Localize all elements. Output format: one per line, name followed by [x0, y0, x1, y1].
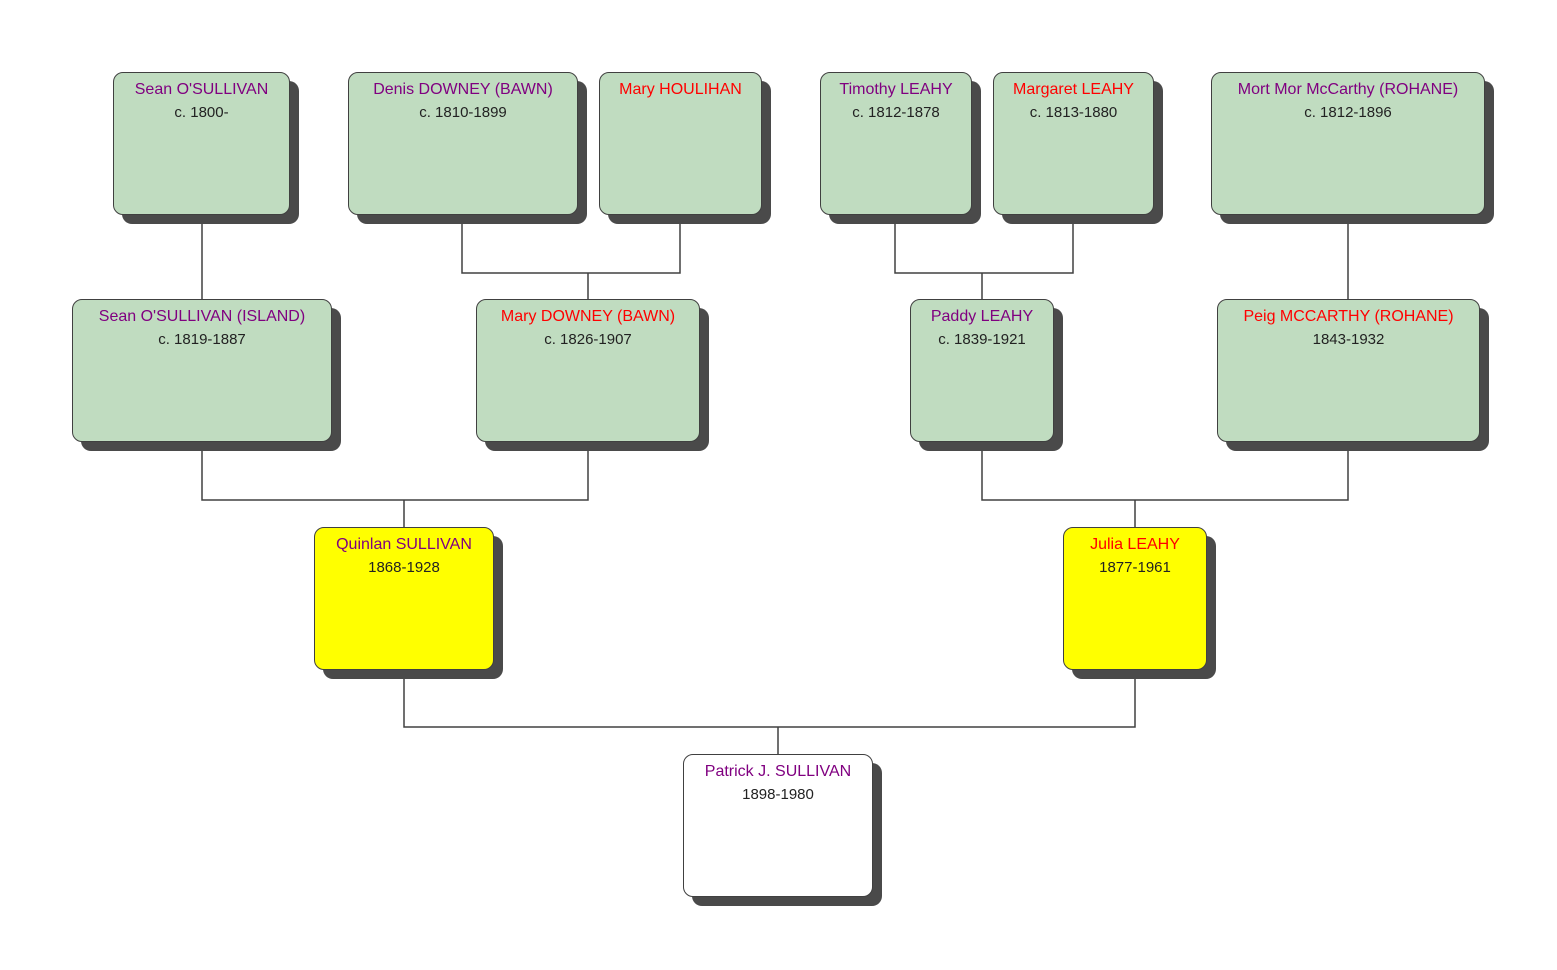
person-name: Peig MCCARTHY (ROHANE): [1243, 308, 1454, 325]
person-dates: c. 1812-1878: [852, 104, 940, 121]
person-card-mary-downey[interactable]: Mary DOWNEY (BAWN) c. 1826-1907: [476, 299, 700, 442]
connector-line: [461, 224, 681, 299]
person-card-mort-mor-mccarthy[interactable]: Mort Mor McCarthy (ROHANE) c. 1812-1896: [1211, 72, 1485, 215]
person-card-margaret-leahy[interactable]: Margaret LEAHY c. 1813-1880: [993, 72, 1154, 215]
connector-line: [894, 224, 1074, 299]
person-card-patrick-sullivan[interactable]: Patrick J. SULLIVAN 1898-1980: [683, 754, 873, 897]
person-dates: c. 1812-1896: [1304, 104, 1392, 121]
person-dates: 1898-1980: [742, 786, 814, 803]
person-name: Sean O'SULLIVAN (ISLAND): [98, 308, 306, 325]
connector-line: [981, 451, 1349, 527]
person-dates: c. 1819-1887: [158, 331, 246, 348]
person-name: Sean O'SULLIVAN: [134, 81, 269, 98]
person-card-sean-osullivan-island[interactable]: Sean O'SULLIVAN (ISLAND) c. 1819-1887: [72, 299, 332, 442]
person-name: Julia LEAHY: [1090, 536, 1180, 553]
person-dates: 1868-1928: [368, 559, 440, 576]
person-name: Quinlan SULLIVAN: [336, 536, 472, 553]
person-name: Margaret LEAHY: [1013, 81, 1134, 98]
person-name: Mary DOWNEY (BAWN): [500, 308, 676, 325]
person-card-sean-osullivan[interactable]: Sean O'SULLIVAN c. 1800-: [113, 72, 290, 215]
person-card-julia-leahy[interactable]: Julia LEAHY 1877-1961: [1063, 527, 1207, 670]
person-name: Mort Mor McCarthy (ROHANE): [1237, 81, 1459, 98]
person-name: Paddy LEAHY: [930, 308, 1034, 325]
person-card-peig-mccarthy[interactable]: Peig MCCARTHY (ROHANE) 1843-1932: [1217, 299, 1480, 442]
connector-line: [201, 451, 589, 527]
person-name: Timothy LEAHY: [839, 81, 953, 98]
person-card-paddy-leahy[interactable]: Paddy LEAHY c. 1839-1921: [910, 299, 1054, 442]
person-name: Patrick J. SULLIVAN: [704, 763, 852, 780]
person-dates: c. 1826-1907: [544, 331, 632, 348]
person-dates: c. 1810-1899: [419, 104, 507, 121]
person-name: Denis DOWNEY (BAWN): [373, 81, 553, 98]
person-dates: c. 1813-1880: [1029, 104, 1118, 121]
person-card-denis-downey[interactable]: Denis DOWNEY (BAWN) c. 1810-1899: [348, 72, 578, 215]
person-card-mary-houlihan[interactable]: Mary HOULIHAN: [599, 72, 762, 215]
person-card-timothy-leahy[interactable]: Timothy LEAHY c. 1812-1878: [820, 72, 972, 215]
connector-line: [403, 678, 1136, 754]
person-dates: c. 1839-1921: [938, 331, 1026, 348]
person-card-quinlan-sullivan[interactable]: Quinlan SULLIVAN 1868-1928: [314, 527, 494, 670]
person-name: Mary HOULIHAN: [619, 81, 742, 98]
person-dates: c. 1800-: [174, 104, 229, 121]
person-dates: 1843-1932: [1312, 331, 1385, 348]
person-dates: 1877-1961: [1099, 559, 1171, 576]
